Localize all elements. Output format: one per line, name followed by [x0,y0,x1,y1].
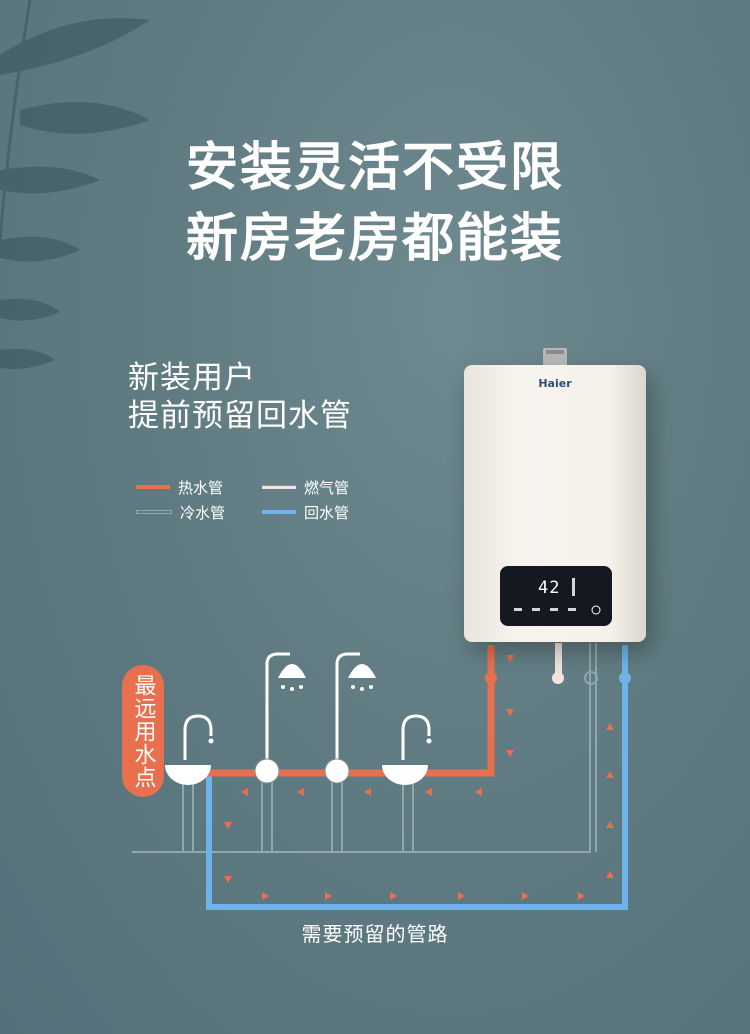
temperature-display: 42 [538,578,561,598]
legend-label: 冷水管 [180,503,226,522]
legend-swatch-return [262,510,296,514]
headline-line-1: 安装灵活不受限 [185,138,564,198]
legend-return-water: 回水管 [262,502,349,522]
panel-button-2 [532,608,540,611]
gas-pipe [552,643,564,684]
panel-button-3 [550,608,558,611]
return-pipe [206,645,628,910]
panel-icons [514,578,601,615]
power-icon [591,605,601,615]
legend-label: 回水管 [304,503,350,522]
basin-faucet-right [382,714,432,785]
subtitle-line-1: 新装用户 [128,360,256,396]
shower-fixture-1 [254,652,306,784]
legend-gas: 燃气管 [262,477,349,497]
panel-indicator [572,578,575,596]
shower-fixture-2 [324,652,376,784]
legend-hot-water: 热水管 [136,477,223,497]
hot-water-pipe [180,645,495,777]
headline-line-2: 新房老房都能装 [185,209,564,269]
panel-button-4 [568,608,576,611]
pipe-connectors [485,671,631,685]
farthest-point-badge: 最远用水点 [122,665,164,797]
water-heater: Haier 42 [464,365,646,642]
legend-swatch-hot [136,485,170,489]
flue-outlet [543,348,567,366]
control-panel: 42 [500,566,612,626]
legend-label: 燃气管 [304,478,350,497]
legend-cold-water: 冷水管 [136,502,225,522]
legend-swatch-cold [136,510,172,514]
subtitle-line-2: 提前预留回水管 [128,398,352,434]
basin-faucet-left [165,714,214,785]
return-flow-arrows [262,723,614,900]
leaf-decoration [0,0,150,369]
legend-label: 热水管 [178,478,224,497]
diagram-caption: 需要预留的管路 [301,922,449,946]
cold-water-pipes [132,643,597,853]
brand-logo: Haier [538,377,572,390]
farthest-point-label: 最远用水点 [130,673,156,789]
hot-flow-arrows [224,655,514,883]
panel-button-1 [514,608,522,611]
legend-swatch-gas [262,485,296,489]
